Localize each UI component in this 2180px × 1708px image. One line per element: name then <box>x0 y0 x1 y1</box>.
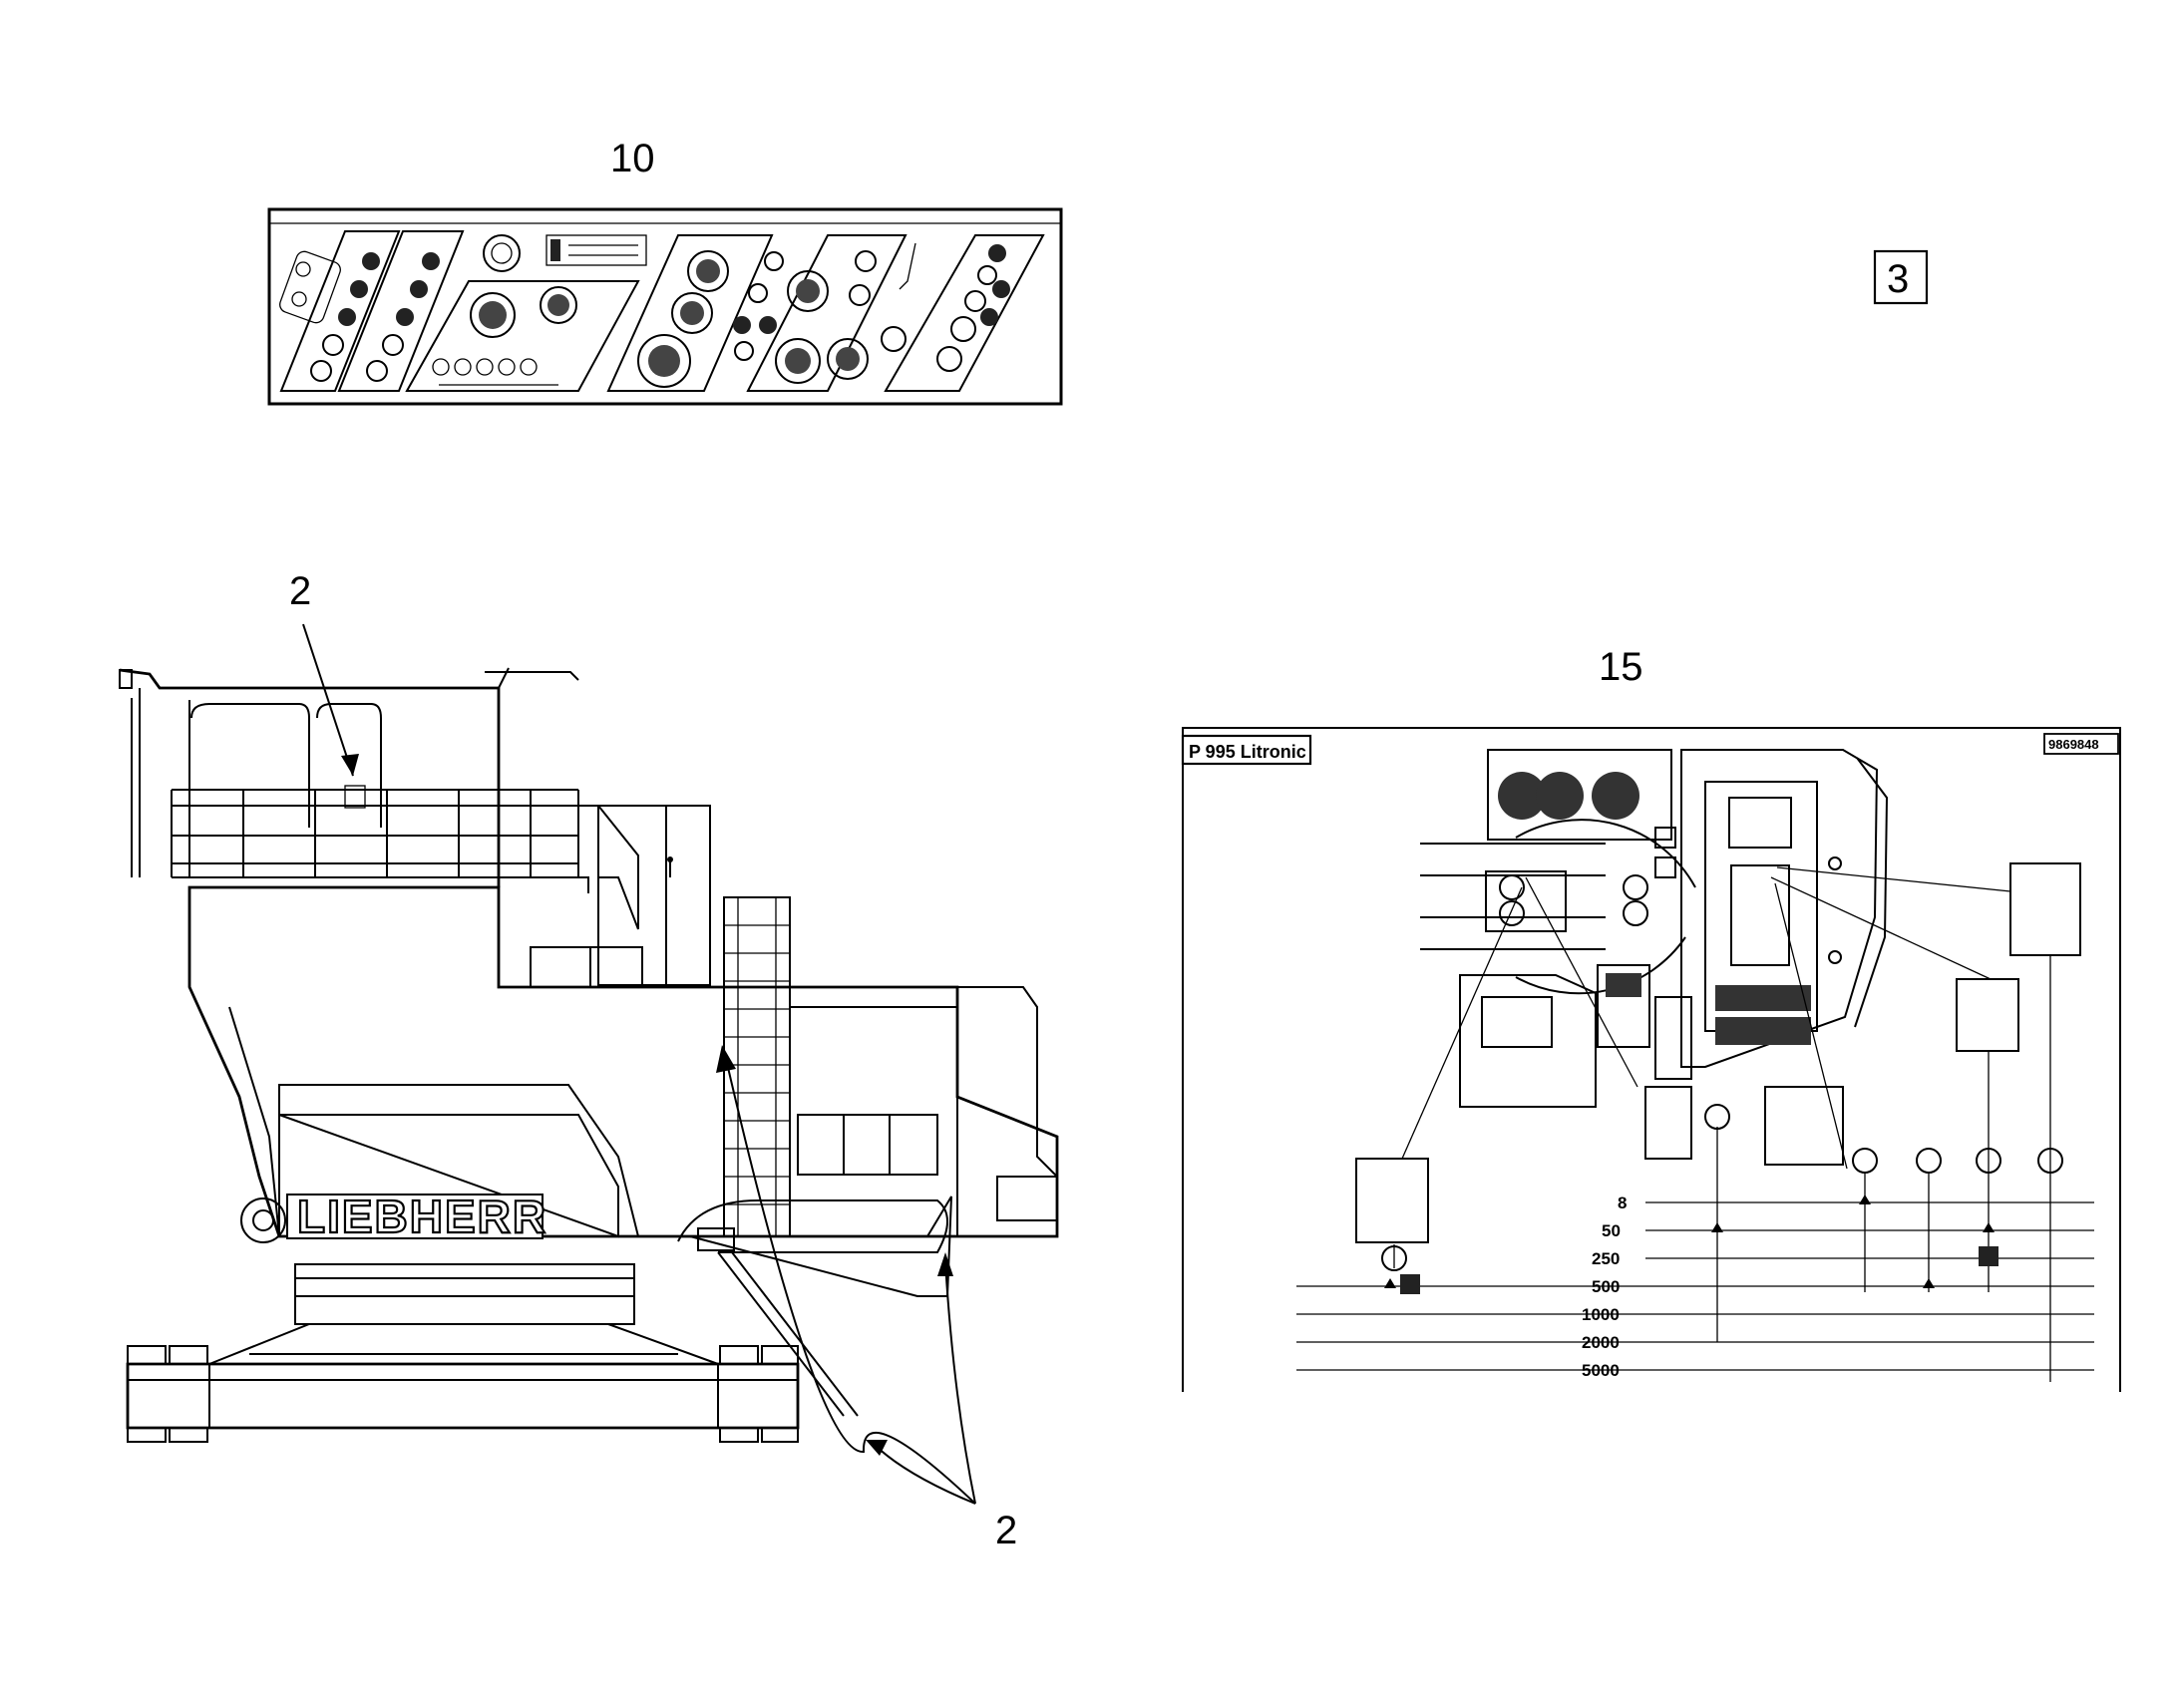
interval-label: 1000 <box>1582 1305 1620 1324</box>
interval-label: 2000 <box>1582 1333 1620 1352</box>
interval-label: 500 <box>1592 1277 1620 1296</box>
callout-10: 10 <box>610 137 655 180</box>
interval-label: 5000 <box>1582 1361 1620 1380</box>
callout-2-bottom: 2 <box>995 1509 1017 1552</box>
lubrication-chart: P 995 Litronic 9869848 <box>1181 727 2121 1392</box>
svg-text:3: 3 <box>1887 257 1909 301</box>
callout-15: 15 <box>1599 645 1643 689</box>
leader-arrows <box>302 623 976 1505</box>
chart-model-label: P 995 Litronic <box>1189 742 1306 762</box>
interval-label: 250 <box>1592 1249 1620 1268</box>
interval-label: 8 <box>1618 1194 1627 1212</box>
interval-label: 50 <box>1602 1221 1621 1240</box>
chart-code-label: 9869848 <box>2048 737 2099 752</box>
service-interval-scale: 8 50 250 500 1000 2000 5000 <box>1582 1194 1627 1380</box>
excavator-side-view: LIEBHERR <box>119 667 1059 1443</box>
brand-lettering: LIEBHERR <box>297 1191 547 1242</box>
control-panel-decal <box>267 207 1063 406</box>
callout-2-cab: 2 <box>289 569 311 613</box>
boxed-callout-3: 3 <box>1873 249 1929 305</box>
